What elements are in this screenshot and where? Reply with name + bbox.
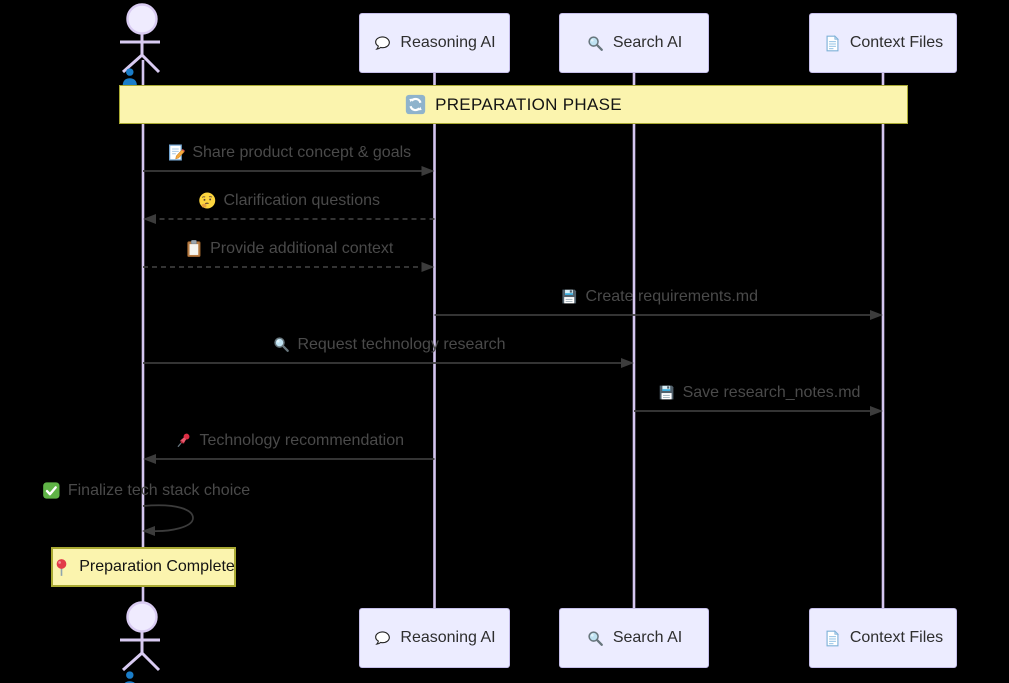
- message-arrow-3: [143, 262, 435, 272]
- participant-search-ai-bottom: Search AI: [559, 608, 709, 668]
- arrowhead: [143, 454, 156, 464]
- arrows-cycle-icon: [405, 94, 426, 115]
- message-arrow-1: [143, 166, 435, 176]
- participant-label: Search AI: [612, 629, 683, 646]
- memo-icon: [166, 143, 185, 162]
- speech-balloon-icon: [373, 34, 392, 53]
- message-text: Save research_notes.md: [682, 384, 861, 401]
- message-text: Clarification questions: [223, 192, 381, 209]
- participant-label: Context Files: [849, 629, 944, 646]
- self-message-arrow: [142, 504, 194, 536]
- participant-label: Reasoning AI: [400, 34, 496, 51]
- message-label-technology-recommendation: Technology recommendation: [173, 431, 404, 450]
- arrowhead: [621, 358, 634, 368]
- message-arrow-4: [434, 310, 883, 320]
- participant-context-files-bottom: Context Files: [809, 608, 957, 668]
- floppy-icon: [657, 383, 676, 402]
- message-text: Provide additional context: [210, 240, 394, 257]
- message-arrow-6: [634, 406, 883, 416]
- round-pin-icon: [52, 558, 71, 577]
- arrowhead: [143, 214, 156, 224]
- page-icon: [823, 629, 842, 648]
- note-label: Preparation Complete: [79, 558, 235, 575]
- magnifier-icon: [586, 629, 605, 648]
- message-label-save-research-notes-md: Save research_notes.md: [657, 383, 861, 402]
- participant-context-files-top: Context Files: [809, 13, 957, 73]
- arrowhead: [870, 406, 883, 416]
- actor-figure-bottom: [120, 601, 161, 672]
- note-preparation-complete: Preparation Complete: [51, 547, 236, 587]
- participant-label: Search AI: [612, 34, 683, 51]
- clipboard-icon: [184, 239, 203, 258]
- message-text: Technology recommendation: [199, 432, 405, 449]
- floppy-icon: [559, 287, 578, 306]
- thinking-face-icon: [197, 191, 216, 210]
- message-arrow-2: [143, 214, 435, 224]
- participant-search-ai-top: Search AI: [559, 13, 709, 73]
- message-text: Finalize tech stack choice: [67, 482, 251, 499]
- pushpin-icon: [173, 431, 192, 450]
- person-icon: [122, 68, 137, 86]
- message-arrow-7: [143, 454, 435, 464]
- arrowhead: [421, 262, 435, 272]
- message-label-provide-additional-context: Provide additional context: [184, 239, 393, 258]
- message-text: Create requirements.md: [585, 288, 759, 305]
- page-icon: [823, 34, 842, 53]
- arrowhead: [142, 526, 155, 536]
- message-label-request-technology-research: Request technology research: [271, 335, 506, 354]
- message-label-create-requirements-md: Create requirements.md: [559, 287, 758, 306]
- magnifier-icon: [271, 335, 290, 354]
- message-label-finalize-tech-stack-choice: Finalize tech stack choice: [42, 481, 250, 500]
- arrowhead: [870, 310, 883, 320]
- message-label-clarification-questions: Clarification questions: [197, 191, 380, 210]
- message-label-share-product-concept-goals: Share product concept & goals: [166, 143, 411, 162]
- participant-label: Context Files: [849, 34, 944, 51]
- phase-divider: PREPARATION PHASE: [119, 85, 908, 124]
- message-arrow-5: [143, 358, 634, 368]
- actor-figure-top: [120, 3, 161, 74]
- participant-reasoning-ai-bottom: Reasoning AI: [359, 608, 510, 668]
- magnifier-icon: [586, 34, 605, 53]
- check-icon: [42, 481, 61, 500]
- participant-reasoning-ai-top: Reasoning AI: [359, 13, 510, 73]
- arrowhead: [421, 166, 435, 176]
- phase-divider-label: PREPARATION PHASE: [435, 94, 622, 114]
- message-text: Request technology research: [297, 336, 506, 353]
- participant-label: Reasoning AI: [400, 629, 496, 646]
- message-text: Share product concept & goals: [192, 144, 412, 161]
- speech-balloon-icon: [373, 629, 392, 648]
